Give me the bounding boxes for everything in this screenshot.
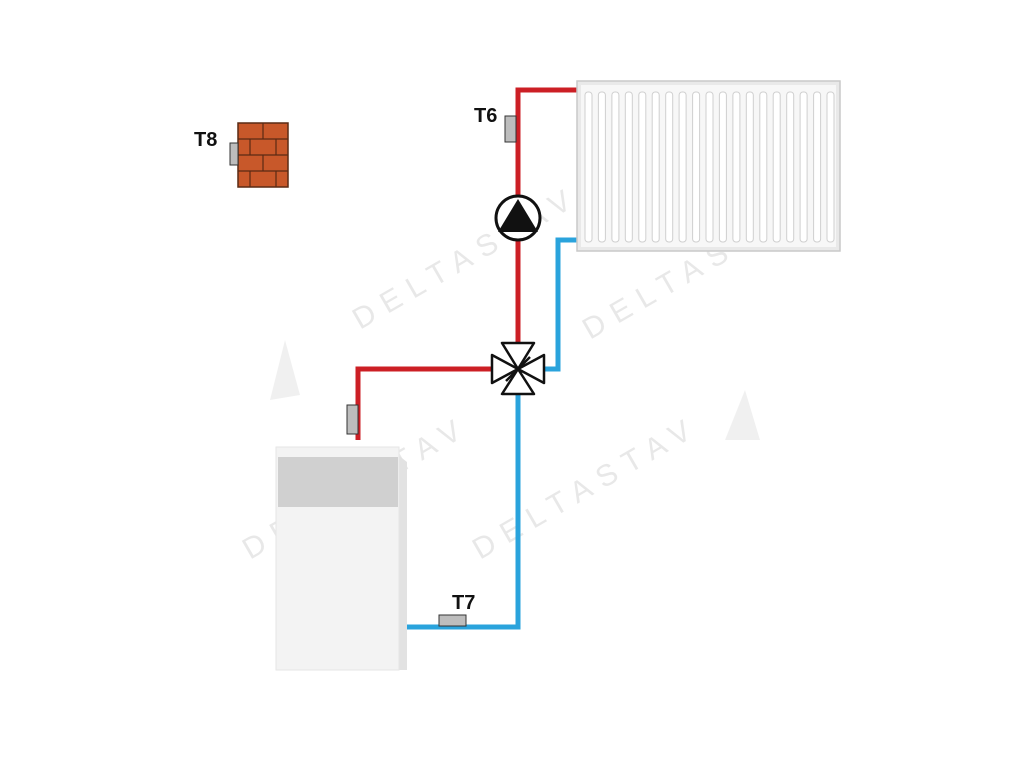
radiator-fin [732, 91, 741, 243]
watermark-text: DELTASTAV [467, 409, 705, 566]
radiator-fin [786, 91, 795, 243]
radiator-fin [772, 91, 781, 243]
return-pipe [407, 237, 577, 630]
outdoor-wall: T8 [194, 122, 289, 188]
radiator-fin [759, 91, 768, 243]
radiator-fin [624, 91, 633, 243]
radiator-fin [638, 91, 647, 243]
radiator-fins [584, 91, 835, 243]
radiator-fin [799, 91, 808, 243]
sensor-label-t6: T6 [474, 105, 497, 127]
watermark-logo-icon [725, 390, 760, 440]
radiator-fin [651, 91, 660, 243]
valve-spindle [505, 356, 531, 382]
radiator [576, 80, 841, 252]
boiler [275, 446, 407, 671]
brick-mortar-lines [238, 123, 288, 187]
radiator-fin [718, 91, 727, 243]
boiler-side-shade [398, 455, 407, 670]
radiator-fin [745, 91, 754, 243]
radiator-fin [665, 91, 674, 243]
sensor-boiler-supply [346, 404, 359, 435]
circulation-pump [494, 194, 542, 242]
sensor-t6 [504, 115, 517, 143]
radiator-fin [813, 91, 822, 243]
sensor-label-t8: T8 [194, 129, 217, 151]
boiler-panel [278, 457, 398, 507]
watermark-logo-icon [270, 340, 300, 400]
watermark-text: DELTASTAV [347, 179, 585, 336]
radiator-fin [584, 91, 593, 243]
sensor-label-t7: T7 [452, 592, 475, 614]
radiator-fin [692, 91, 701, 243]
radiator-fin [826, 91, 835, 243]
mixing-valve [490, 341, 546, 396]
pump-triangle [498, 199, 538, 232]
sensor-t7 [438, 614, 467, 627]
radiator-fin [678, 91, 687, 243]
radiator-fin [705, 91, 714, 243]
sensor-group-t6: T6 [474, 105, 517, 143]
sensor-t8 [229, 142, 239, 166]
radiator-fin [597, 91, 606, 243]
radiator-fin [611, 91, 620, 243]
sensor-group-t7: T7 [438, 592, 475, 627]
